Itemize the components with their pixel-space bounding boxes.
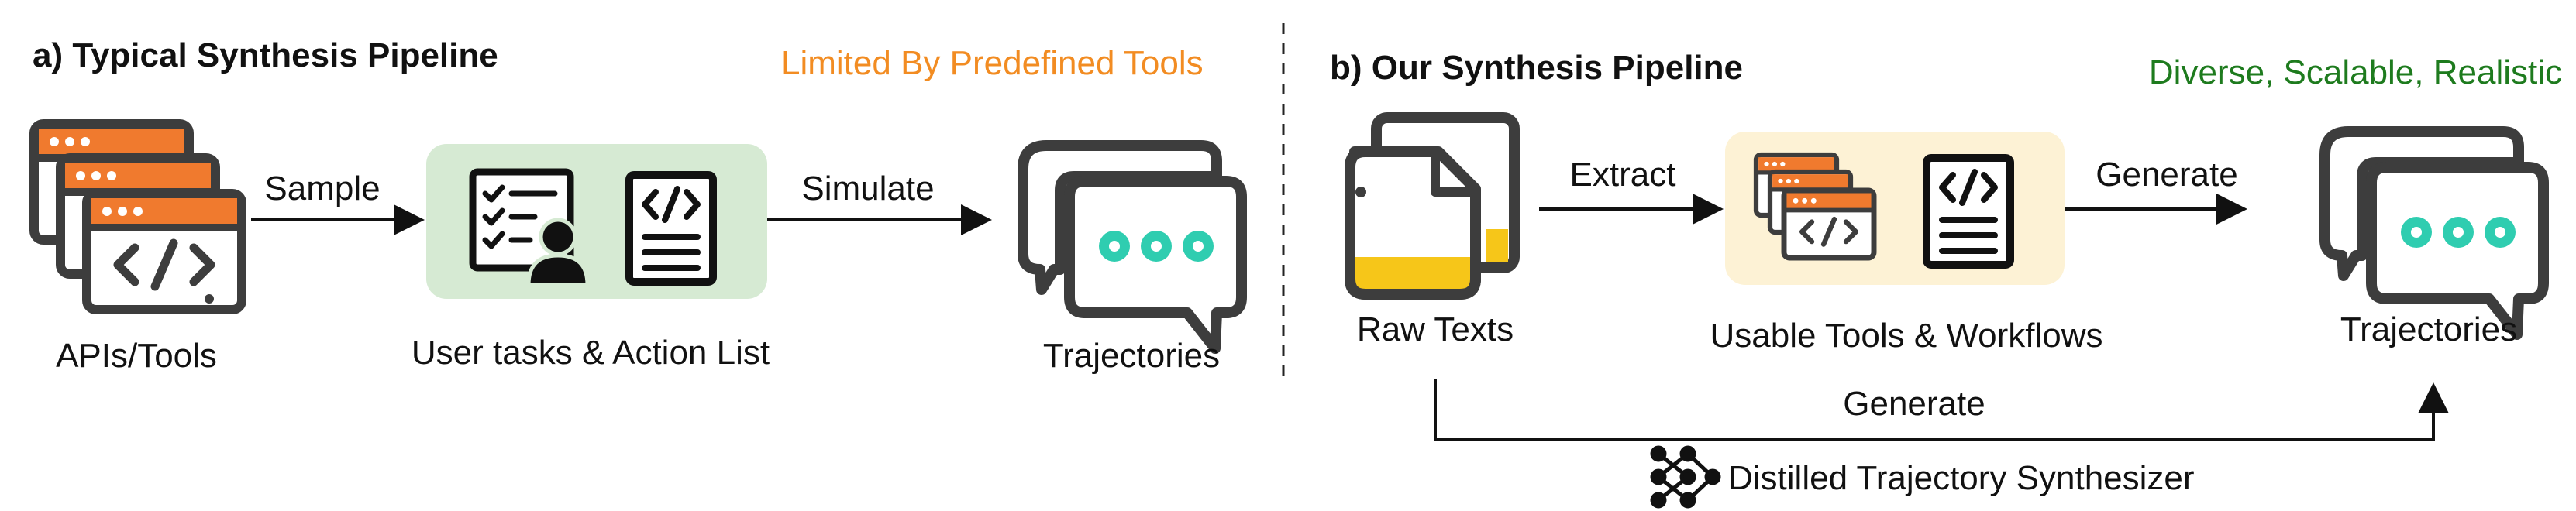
edge-sample-label: Sample (264, 170, 380, 207)
edge-extract-label: Extract (1570, 156, 1676, 194)
left-title: a) Typical Synthesis Pipeline (33, 36, 498, 74)
code-document-icon (629, 175, 713, 282)
node-tasks-label: User tasks & Action List (412, 334, 770, 372)
edge-generate-label: Generate (2096, 156, 2237, 194)
edge-simulate-label: Simulate (801, 170, 934, 207)
task-checklist-person-icon (469, 168, 590, 287)
code-document-icon (1927, 158, 2010, 265)
chat-bubbles-icon (2325, 132, 2543, 334)
right-title: b) Our Synthesis Pipeline (1330, 49, 1743, 87)
left-note: Limited By Predefined Tools (781, 44, 1204, 82)
node-apis-label: APIs/Tools (56, 337, 217, 375)
neural-network-icon (1650, 445, 1721, 509)
edge-generate-bottom-label: Generate (1843, 385, 1985, 423)
node-traj-label-right: Trajectories (2340, 310, 2517, 348)
node-raw-label: Raw Texts (1357, 310, 1514, 348)
node-traj-label-left: Trajectories (1043, 337, 1220, 375)
edge-generate-bottom-arrow (1434, 379, 2449, 441)
node-tools-label: Usable Tools & Workflows (1710, 317, 2102, 355)
browser-code-window-stack-icon (34, 124, 246, 314)
small-browser-stack-icon (1756, 155, 1877, 261)
chat-bubbles-icon (1023, 146, 1242, 348)
synthesizer-label: Distilled Trajectory Synthesizer (1728, 459, 2195, 497)
right-note: Diverse, Scalable, Realistic (2149, 53, 2562, 91)
document-stack-icon (1345, 112, 1520, 300)
